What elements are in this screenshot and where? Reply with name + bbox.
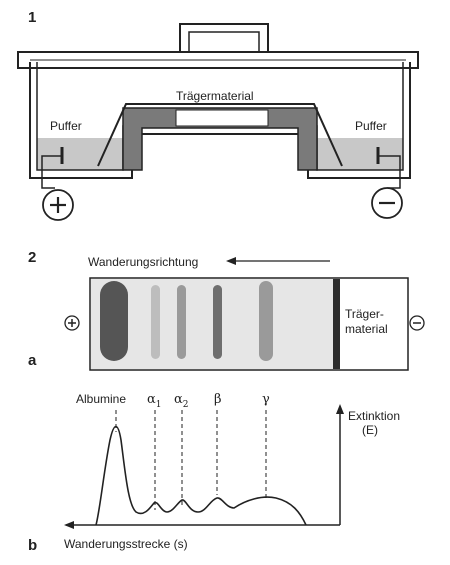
direction-label: Wanderungsrichtung xyxy=(88,255,198,269)
carrier-label: Trägermaterial xyxy=(176,89,254,103)
buffer-left-label: Puffer xyxy=(50,119,82,133)
direction-arrow-icon xyxy=(226,257,330,265)
buffer-chamber xyxy=(29,62,411,179)
electrophoresis-strip xyxy=(89,277,409,371)
cathode-symbol-icon xyxy=(409,315,425,331)
strip-carrier-label-1: Träger- xyxy=(345,307,384,321)
electrode-left xyxy=(41,147,64,189)
y-axis-label-2: (E) xyxy=(362,423,378,437)
densitometry-curve xyxy=(95,425,307,526)
panel-2-number: 2 xyxy=(28,249,36,266)
peak-label-albumine: Albumine xyxy=(76,392,126,406)
anode-terminal-icon xyxy=(42,189,74,221)
cathode-terminal-icon xyxy=(371,187,403,219)
anode-symbol-icon xyxy=(64,315,80,331)
peak-guide-lines xyxy=(115,410,267,510)
chart-axes xyxy=(64,404,344,529)
peak-label-alpha2: α2 xyxy=(174,392,189,410)
band-albumine xyxy=(100,281,128,361)
buffer-right-label: Puffer xyxy=(355,119,387,133)
x-axis-label: Wanderungsstrecke (s) xyxy=(64,537,188,551)
band-gamma xyxy=(259,281,273,361)
chamber-lid xyxy=(17,23,419,69)
band-beta xyxy=(213,285,222,359)
sublabel-a: a xyxy=(28,352,37,369)
peak-label-alpha1: α1 xyxy=(147,392,162,410)
panel-1-number: 1 xyxy=(28,9,36,26)
y-axis-label-1: Extinktion xyxy=(348,409,400,423)
band-alpha2 xyxy=(177,285,186,359)
peak-label-gamma: γ xyxy=(262,392,270,407)
carrier-strip xyxy=(97,103,343,167)
band-alpha1 xyxy=(151,285,160,359)
sublabel-b: b xyxy=(28,537,37,554)
strip-carrier-label-2: material xyxy=(345,322,388,336)
electrode-right xyxy=(376,147,401,189)
peak-label-beta: β xyxy=(214,392,222,407)
